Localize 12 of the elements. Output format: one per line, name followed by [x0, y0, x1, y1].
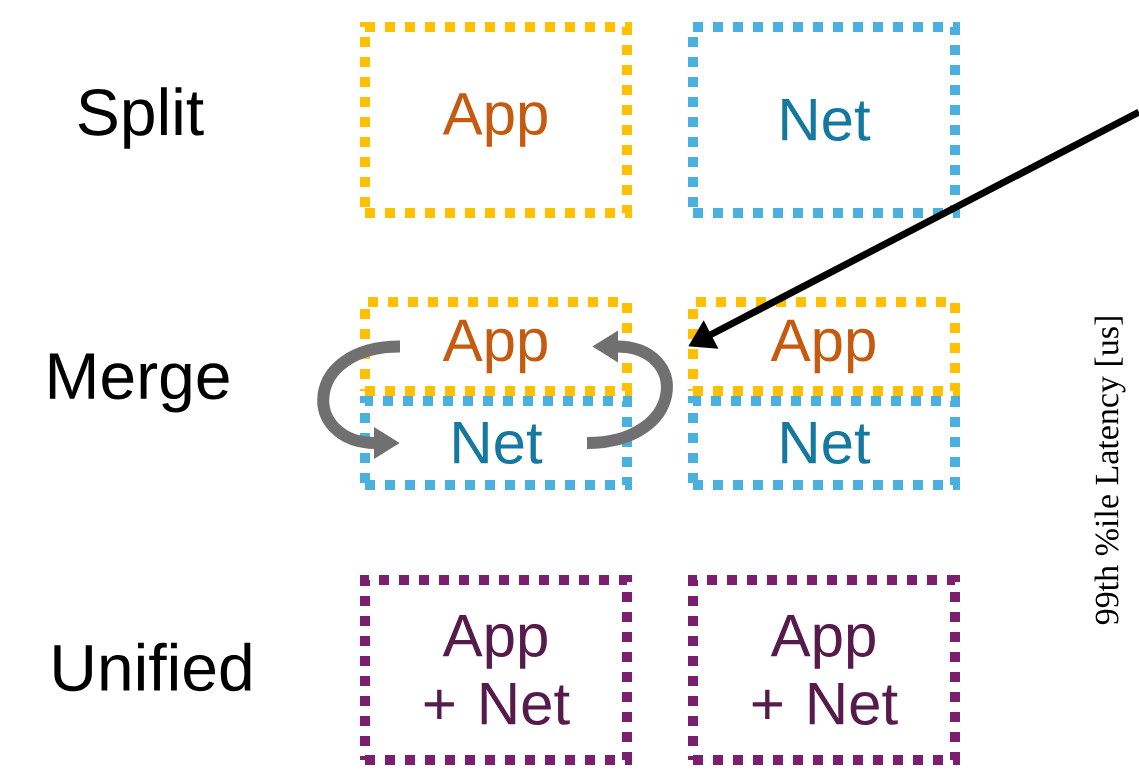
- dotted-box: App + Net: [688, 575, 960, 765]
- row-label: Merge: [49, 353, 229, 413]
- dotted-box: Net: [360, 396, 632, 490]
- row-label: Split: [78, 87, 204, 149]
- dotted-box: App: [360, 297, 632, 396]
- dotted-box: App: [360, 22, 632, 218]
- row-label: 99th %ile Latency [us]: [1094, 317, 1126, 625]
- row-label: Unified: [54, 642, 251, 692]
- dotted-box: App: [688, 297, 960, 396]
- dotted-box: App + Net: [360, 575, 632, 765]
- dotted-box: Net: [688, 22, 960, 218]
- dotted-box: Net: [688, 396, 960, 490]
